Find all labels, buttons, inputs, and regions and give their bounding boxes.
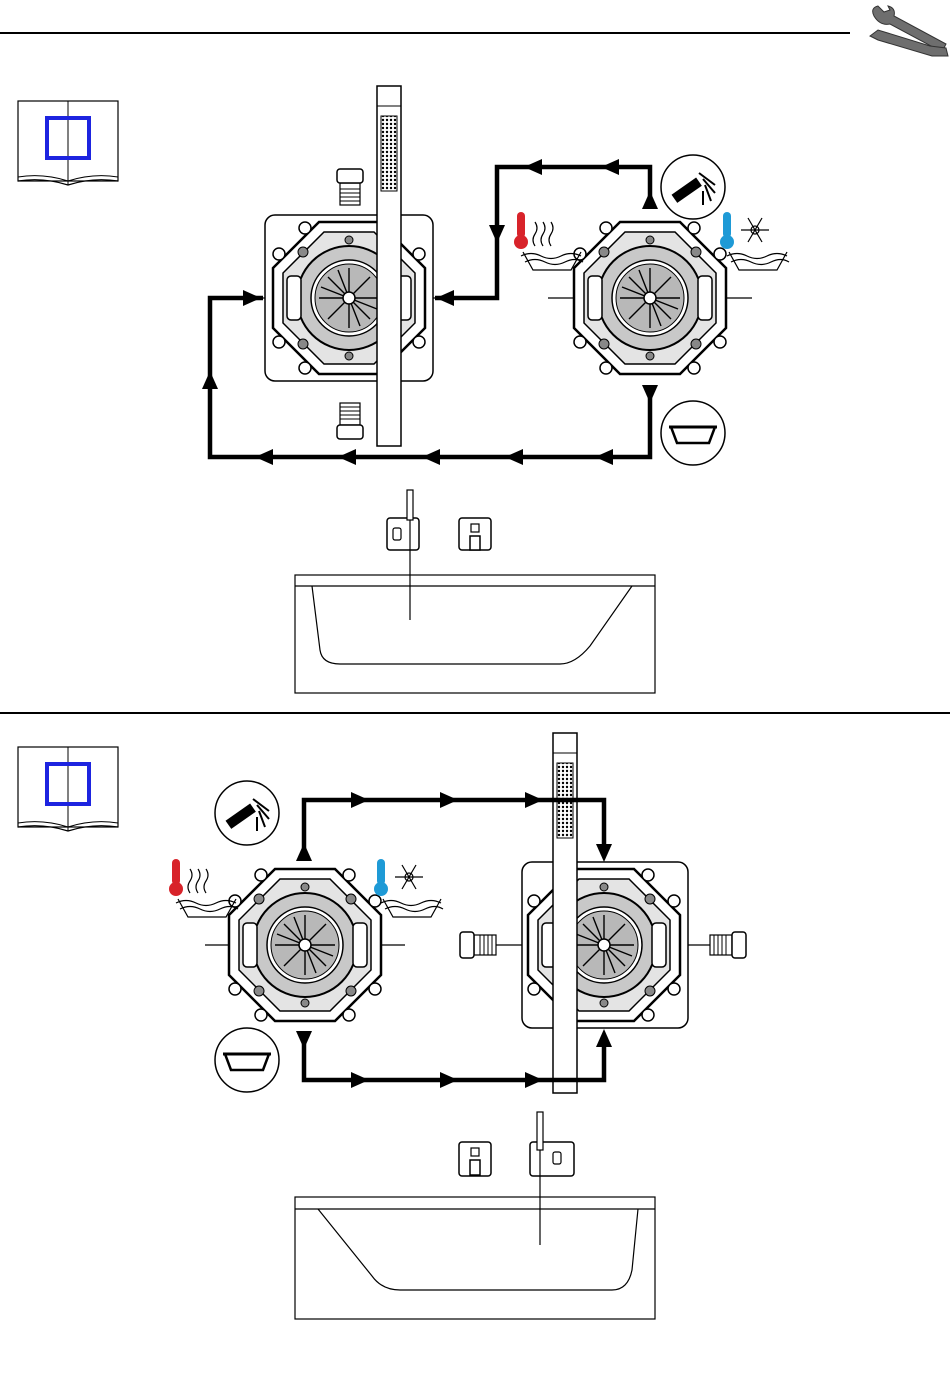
section-layout-b xyxy=(18,733,746,1319)
wall-mixer-plate-icon xyxy=(459,518,491,550)
bathtub-elevation xyxy=(295,1197,655,1319)
open-book-icon xyxy=(18,747,118,831)
hot-thermometer-icon xyxy=(169,859,238,917)
section-layout-a xyxy=(18,86,789,693)
wall-mixer-plate-icon xyxy=(459,1142,491,1176)
threaded-fitting xyxy=(337,169,363,205)
hand-shower xyxy=(377,86,401,446)
shower-head-icon xyxy=(215,781,279,845)
threaded-fitting xyxy=(710,932,746,958)
concealed-body-left xyxy=(250,169,450,439)
threaded-fitting xyxy=(337,403,363,439)
cold-snowflake-icon xyxy=(374,859,443,917)
wrench-screwdriver-icon xyxy=(870,6,948,56)
threaded-fitting xyxy=(460,932,496,958)
cold-snowflake-icon xyxy=(720,212,789,270)
concealed-body-right xyxy=(460,862,746,1028)
bathtub-elevation xyxy=(295,575,655,693)
shower-head-icon xyxy=(661,155,725,219)
bathtub-icon xyxy=(215,1028,279,1092)
hot-thermometer-icon xyxy=(514,212,583,270)
hand-shower xyxy=(553,733,577,1093)
bathtub-icon xyxy=(661,401,725,465)
open-book-icon xyxy=(18,101,118,185)
